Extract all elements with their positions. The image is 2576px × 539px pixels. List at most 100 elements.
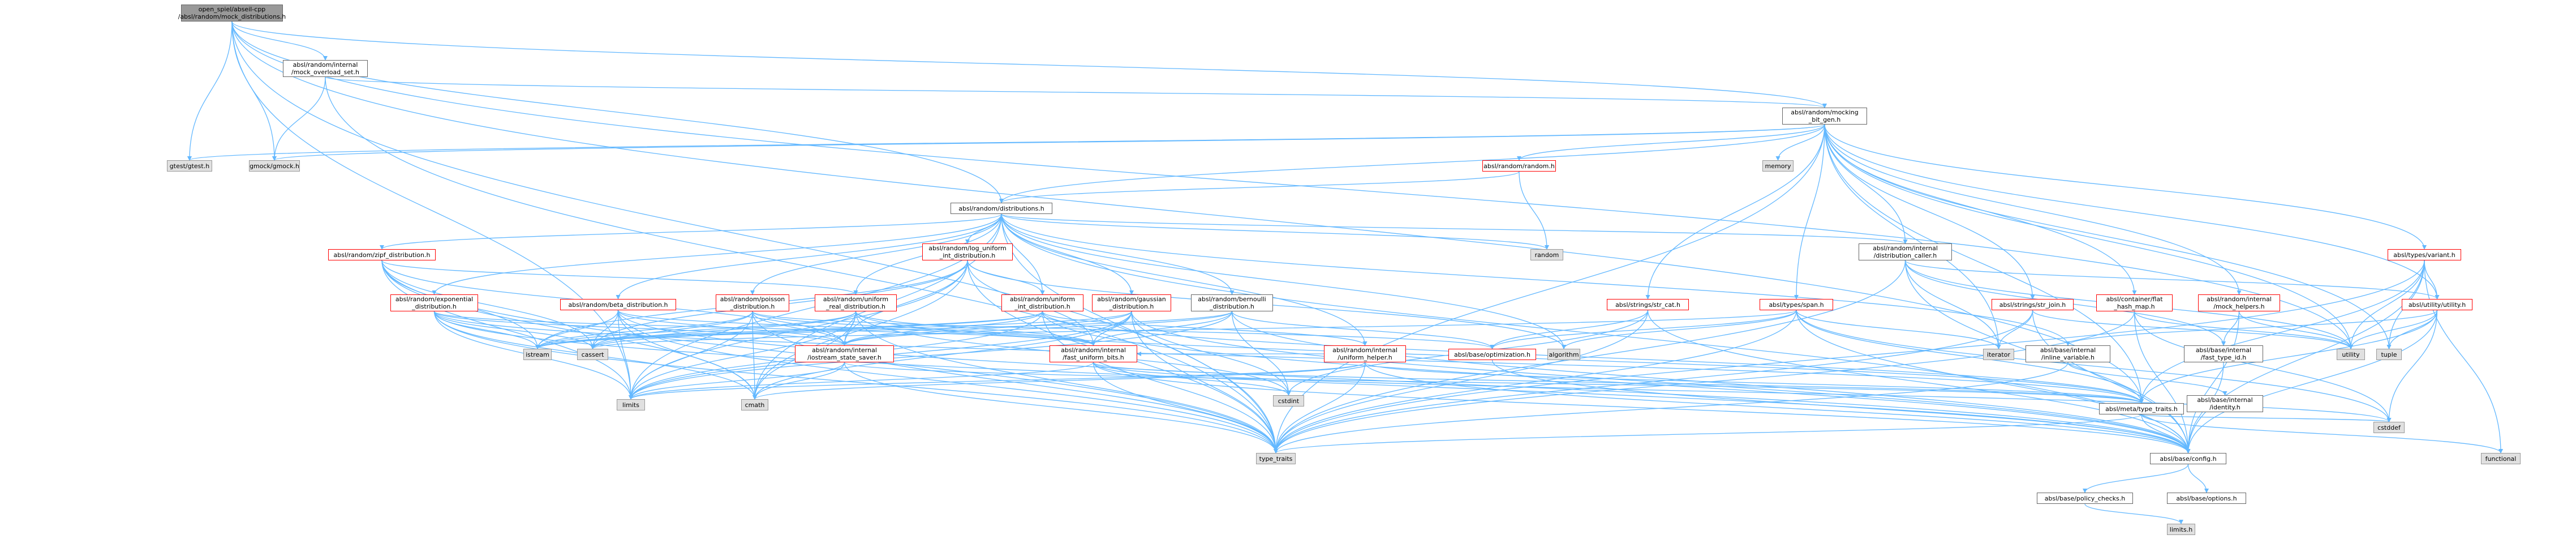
- edge-poisson-to-cassert: [590, 311, 753, 349]
- edge-fast-uniform-bits-to-limits: [629, 362, 1094, 400]
- edge-str-join-to-type-traits-std: [1274, 310, 2033, 454]
- node-beta[interactable]: absl/random/beta_distribution.h: [560, 299, 676, 310]
- edge-mock-distributions-to-meta-type-traits: [231, 21, 2144, 404]
- node-iostream-state-saver[interactable]: absl/random/internal /iostream_state_sav…: [795, 345, 894, 362]
- edge-beta-to-limits: [617, 310, 633, 400]
- edge-bernoulli-to-fast-uniform-bits: [1091, 311, 1233, 346]
- node-type-traits-std[interactable]: type_traits: [1256, 453, 1296, 464]
- node-bernoulli[interactable]: absl/random/bernoulli _distribution.h: [1191, 294, 1273, 311]
- edge-str-cat-to-config: [1647, 310, 2191, 454]
- node-variant[interactable]: absl/types/variant.h: [2388, 249, 2461, 260]
- node-fast-type-id[interactable]: absl/base/internal /fast_type_id.h: [2184, 345, 2263, 362]
- node-zipf[interactable]: absl/random/zipf_distribution.h: [328, 249, 436, 260]
- node-tuple[interactable]: tuple: [2376, 349, 2402, 360]
- edge-distributions-to-gaussian: [1001, 213, 1134, 295]
- node-mock-overload-set[interactable]: absl/random/internal /mock_overload_set.…: [283, 60, 368, 77]
- node-meta-type-traits[interactable]: absl/meta/type_traits.h: [2099, 403, 2184, 414]
- node-gaussian[interactable]: absl/random/gaussian _distribution.h: [1092, 294, 1171, 311]
- node-mock-distributions[interactable]: open_spiel/abseil-cpp /absl/random/mock_…: [178, 5, 286, 22]
- node-limits[interactable]: limits: [617, 399, 645, 410]
- edge-span-to-config: [1796, 310, 2191, 454]
- edge-exponential-to-istream: [433, 311, 540, 349]
- edge-uniform-helper-to-config: [1364, 362, 2191, 454]
- node-config[interactable]: absl/base/config.h: [2150, 453, 2226, 464]
- node-utility-h[interactable]: absl/utility/utility.h: [2402, 299, 2472, 310]
- edge-mock-distributions-to-limits: [231, 21, 633, 400]
- edge-variant-to-utility-std: [2349, 260, 2425, 349]
- edge-policy-checks-to-limits-h: [2084, 503, 2183, 524]
- node-str-cat[interactable]: absl/strings/str_cat.h: [1607, 299, 1689, 310]
- node-identity[interactable]: absl/base/internal /identity.h: [2187, 395, 2263, 412]
- node-policy-checks[interactable]: absl/base/policy_checks.h: [2037, 493, 2133, 504]
- edge-distributions-to-beta: [616, 213, 1002, 300]
- edge-zipf-to-limits: [381, 260, 633, 400]
- node-utility-std[interactable]: utility: [2337, 349, 2365, 360]
- node-options[interactable]: absl/base/options.h: [2167, 493, 2246, 504]
- edge-zipf-to-cassert: [381, 260, 595, 349]
- node-cassert[interactable]: cassert: [577, 349, 608, 360]
- edge-distributions-to-uniform-helper: [1001, 213, 1367, 346]
- node-algorithm[interactable]: algorithm: [1547, 349, 1580, 360]
- edge-beta-to-cassert: [590, 310, 619, 349]
- node-fast-uniform-bits[interactable]: absl/random/internal /fast_uniform_bits.…: [1050, 345, 1137, 362]
- node-cstdint[interactable]: cstdint: [1273, 395, 1304, 407]
- node-functional[interactable]: functional: [2481, 453, 2521, 464]
- node-uniform-helper[interactable]: absl/random/internal /uniform_helper.h: [1324, 345, 1406, 362]
- node-cstddef[interactable]: cstddef: [2373, 422, 2405, 433]
- edge-random-h-to-random-std: [1519, 171, 1549, 250]
- edge-gaussian-to-fast-uniform-bits: [1091, 311, 1132, 346]
- edge-mocking-bit-gen-to-span: [1794, 124, 1825, 300]
- edge-uniform-int-to-meta-type-traits: [1042, 311, 2144, 404]
- edge-str-cat-to-optimization: [1490, 310, 1649, 349]
- node-exponential[interactable]: absl/random/exponential _distribution.h: [390, 294, 478, 311]
- edge-uniform-helper-to-limits: [629, 362, 1366, 400]
- edge-optimization-to-config: [1491, 360, 2191, 454]
- edge-mocking-bit-gen-to-iterator: [1824, 124, 2001, 349]
- node-uniform-int[interactable]: absl/random/uniform _int_distribution.h: [1001, 294, 1083, 311]
- node-memory[interactable]: memory: [1762, 160, 1794, 172]
- node-gmock[interactable]: gmock/gmock.h: [249, 160, 300, 172]
- edge-mocking-bit-gen-to-distributions: [999, 124, 1825, 203]
- edge-uniform-int-to-type-traits-std: [1042, 311, 1278, 454]
- edge-bernoulli-to-config: [1231, 311, 2191, 454]
- edge-uniform-real-to-limits: [629, 311, 857, 400]
- node-flat-hash-map[interactable]: absl/container/flat _hash_map.h: [2096, 294, 2173, 311]
- edge-flat-hash-map-to-type-traits-std: [1274, 311, 2135, 454]
- edge-mock-helpers-to-config: [2186, 311, 2240, 454]
- edge-span-to-iterator: [1796, 310, 2001, 349]
- node-istream[interactable]: istream: [523, 349, 552, 360]
- node-limits-h[interactable]: limits.h: [2167, 524, 2195, 535]
- edge-mock-helpers-to-utility-std: [2238, 311, 2353, 349]
- node-distribution-caller[interactable]: absl/random/internal /distribution_calle…: [1859, 243, 1952, 260]
- node-random-h[interactable]: absl/random/random.h: [1482, 160, 1556, 172]
- edge-utility-h-to-inline-variable: [2066, 310, 2438, 346]
- node-random-std[interactable]: random: [1530, 249, 1563, 260]
- node-mock-helpers[interactable]: absl/random/internal /mock_helpers.h: [2198, 294, 2280, 311]
- edge-span-to-cassert: [590, 310, 1797, 349]
- node-cmath[interactable]: cmath: [741, 399, 768, 410]
- node-mocking-bit-gen[interactable]: absl/random/mocking _bit_gen.h: [1782, 108, 1867, 125]
- edge-inline-variable-to-type-traits-std: [1274, 362, 2068, 454]
- node-gtest[interactable]: gtest/gtest.h: [167, 160, 212, 172]
- edge-mocking-bit-gen-to-gtest: [187, 124, 1825, 161]
- edge-uniform-int-to-istream: [535, 311, 1043, 349]
- edge-meta-type-traits-to-functional: [2141, 414, 2503, 454]
- node-uniform-real[interactable]: absl/random/uniform _real_distribution.h: [815, 294, 897, 311]
- edge-distribution-caller-to-utility-h: [1904, 260, 2440, 300]
- edge-mocking-bit-gen-to-distribution-caller: [1824, 124, 1908, 244]
- node-inline-variable[interactable]: absl/base/internal /inline_variable.h: [2025, 345, 2110, 362]
- edge-config-to-policy-checks: [2083, 464, 2189, 493]
- node-log-uniform[interactable]: absl/random/log_uniform _int_distributio…: [922, 243, 1013, 260]
- node-str-join[interactable]: absl/strings/str_join.h: [1992, 299, 2074, 310]
- node-span[interactable]: absl/types/span.h: [1760, 299, 1833, 310]
- edge-uniform-real-to-fast-uniform-bits: [855, 311, 1096, 346]
- node-distributions[interactable]: absl/random/distributions.h: [951, 203, 1052, 214]
- node-iterator[interactable]: iterator: [1983, 349, 2014, 360]
- edge-variant-to-functional: [2424, 260, 2503, 454]
- edge-fast-uniform-bits-to-type-traits-std: [1093, 362, 1278, 454]
- edge-exponential-to-meta-type-traits: [433, 311, 2144, 404]
- node-poisson[interactable]: absl/random/poisson _distribution.h: [716, 294, 789, 311]
- node-optimization[interactable]: absl/base/optimization.h: [1448, 349, 1536, 360]
- edge-exponential-to-type-traits-std: [433, 311, 1278, 454]
- edge-mock-overload-set-to-gmock: [272, 76, 326, 161]
